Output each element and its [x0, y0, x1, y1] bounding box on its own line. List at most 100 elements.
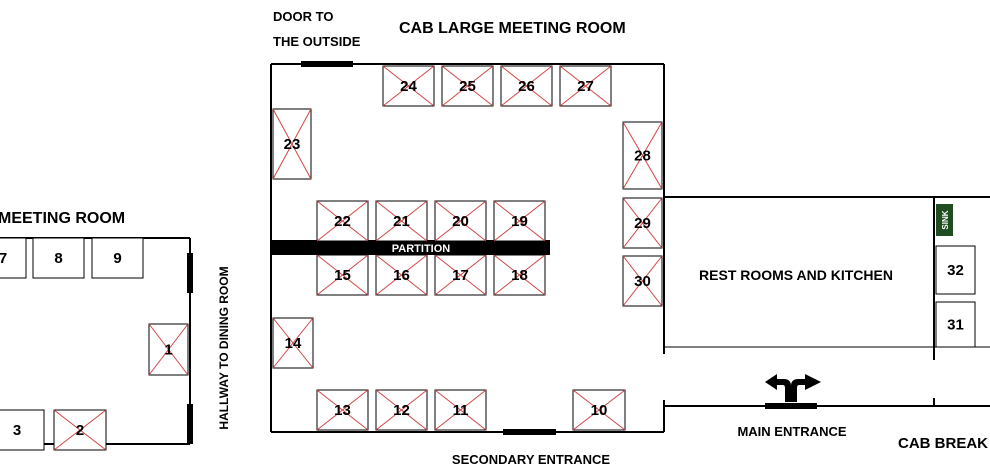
booth-taken-cross [375, 254, 428, 296]
booth-19: 19 [493, 200, 546, 242]
booth-number: 11 [453, 402, 469, 419]
main-entrance-door [765, 403, 817, 409]
booth-taken-cross [272, 317, 314, 369]
booth-number: 26 [518, 78, 535, 95]
booth-20: 20 [434, 200, 487, 242]
booth-taken-cross [572, 389, 626, 431]
booth-taken-cross [559, 65, 612, 107]
booth-taken-cross [375, 200, 428, 242]
booth-24: 24 [382, 65, 435, 107]
cab-break-label: CAB BREAK [898, 435, 988, 452]
hallway-label: HALLWAY TO DINING ROOM [217, 266, 231, 429]
booth-taken-cross [500, 65, 553, 107]
secondary-entrance-label: SECONDARY ENTRANCE [452, 452, 611, 467]
booth-taken-cross [434, 254, 487, 296]
booth-box [935, 301, 976, 348]
booth-box [0, 237, 27, 279]
booth-12: 12 [375, 389, 428, 431]
booth-taken-cross [382, 65, 435, 107]
booth-taken-cross [316, 254, 369, 296]
booth-number: 14 [285, 335, 302, 352]
booth-number: 31 [947, 317, 964, 334]
booth-2: 2 [53, 409, 107, 451]
booth-number: 9 [113, 250, 121, 267]
booth-18: 18 [493, 254, 546, 296]
booth-27: 27 [559, 65, 612, 107]
small-room-door-lower [187, 404, 193, 444]
small-room-door-upper [187, 253, 193, 293]
booth-taken-cross [622, 255, 663, 307]
booth-taken-cross [441, 65, 494, 107]
booth-9: 9 [91, 237, 144, 279]
booth-number: 28 [634, 148, 651, 165]
booth-28: 28 [622, 121, 663, 190]
booth-14: 14 [272, 317, 314, 369]
booth-21: 21 [375, 200, 428, 242]
booth-8: 8 [32, 237, 85, 279]
booth-number: 3 [13, 422, 21, 439]
booth-box [0, 409, 45, 451]
booth-29: 29 [622, 197, 663, 249]
booth-taken-cross [148, 323, 189, 376]
door-to-outside [301, 61, 353, 67]
booth-number: 10 [591, 402, 608, 419]
booth-number: 20 [452, 213, 469, 230]
booth-number: 27 [577, 78, 594, 95]
large-room-title: CAB LARGE MEETING ROOM [399, 20, 626, 37]
door-outside-label-line1: DOOR TO [273, 9, 333, 24]
sink-block [936, 204, 953, 236]
main-entrance-label: MAIN ENTRANCE [737, 424, 846, 439]
rest-rooms-label: REST ROOMS AND KITCHEN [699, 267, 893, 283]
booth-taken-cross [375, 389, 428, 431]
booth-number: 18 [511, 267, 528, 284]
booth-taken-cross [622, 121, 663, 190]
booth-10: 10 [572, 389, 626, 431]
booth-number: 2 [76, 422, 84, 439]
booth-32: 32 [935, 245, 976, 295]
booth-number: 22 [334, 213, 351, 230]
booth-taken-cross [272, 108, 312, 180]
booth-number: 21 [393, 213, 410, 230]
booth-31: 31 [935, 301, 976, 348]
booth-box [935, 245, 976, 295]
booth-7: 7 [0, 237, 27, 279]
booth-25: 25 [441, 65, 494, 107]
booth-taken-cross [316, 200, 369, 242]
booth-number: 12 [393, 402, 410, 419]
sink-label: SINK [941, 210, 950, 229]
booth-number: 7 [0, 250, 7, 267]
booth-number: 19 [511, 213, 528, 230]
booth-taken-cross [316, 389, 369, 431]
booth-30: 30 [622, 255, 663, 307]
booth-taken-cross [434, 389, 487, 431]
booth-number: 1 [164, 342, 172, 359]
booth-number: 29 [634, 215, 651, 232]
booth-taken-cross [434, 200, 487, 242]
booth-number: 25 [459, 78, 476, 95]
partition-label: PARTITION [392, 243, 451, 255]
booth-11: 11 [434, 389, 487, 431]
booth-16: 16 [375, 254, 428, 296]
booth-number: 32 [947, 262, 964, 279]
booth-17: 17 [434, 254, 487, 296]
booth-13: 13 [316, 389, 369, 431]
booth-taken-cross [493, 200, 546, 242]
large-room-walls [270, 63, 990, 433]
booth-22: 22 [316, 200, 369, 242]
booth-1: 1 [148, 323, 189, 376]
booth-number: 17 [452, 267, 469, 284]
two-way-arrow-icon [765, 374, 821, 402]
booth-taken-cross [493, 254, 546, 296]
booth-number: 13 [334, 402, 351, 419]
booth-15: 15 [316, 254, 369, 296]
booth-number: 24 [400, 78, 417, 95]
booth-box [32, 237, 85, 279]
booth-number: 8 [54, 250, 62, 267]
booth-box [91, 237, 144, 279]
booth-number: 30 [634, 273, 651, 290]
door-outside-label-line2: THE OUTSIDE [273, 34, 361, 49]
booth-26: 26 [500, 65, 553, 107]
booth-taken-cross [53, 409, 107, 451]
